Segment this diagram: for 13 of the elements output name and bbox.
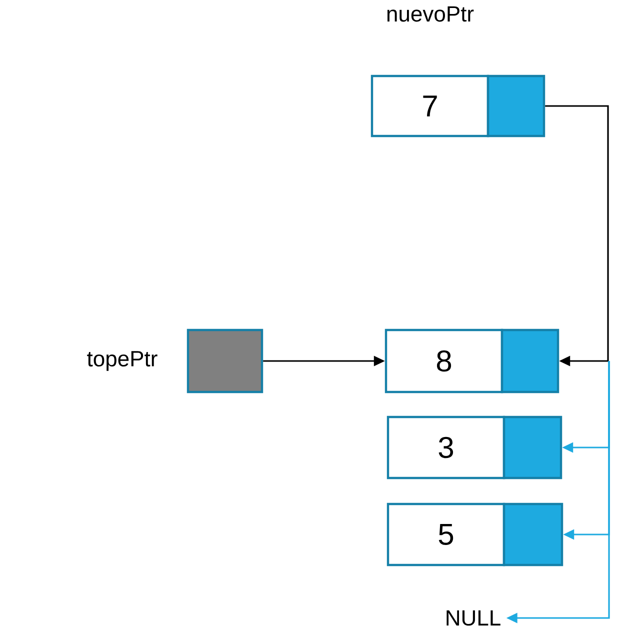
pointer-label: NULL — [446, 610, 500, 626]
arrow — [545, 105, 609, 366]
pointer-cell — [486, 74, 546, 138]
data-cell: 8 — [384, 328, 504, 394]
pointer-cell — [502, 502, 564, 566]
pointer-box — [186, 328, 264, 394]
data-cell: 7 — [370, 74, 490, 138]
pointer-name: topePtr — [87, 351, 158, 371]
pointer-cell — [502, 416, 562, 480]
data-cell: 3 — [386, 416, 506, 480]
pointer-name: nuevoPtr — [387, 6, 474, 22]
data-cell: 5 — [386, 502, 506, 566]
pointer-cell — [500, 328, 560, 394]
